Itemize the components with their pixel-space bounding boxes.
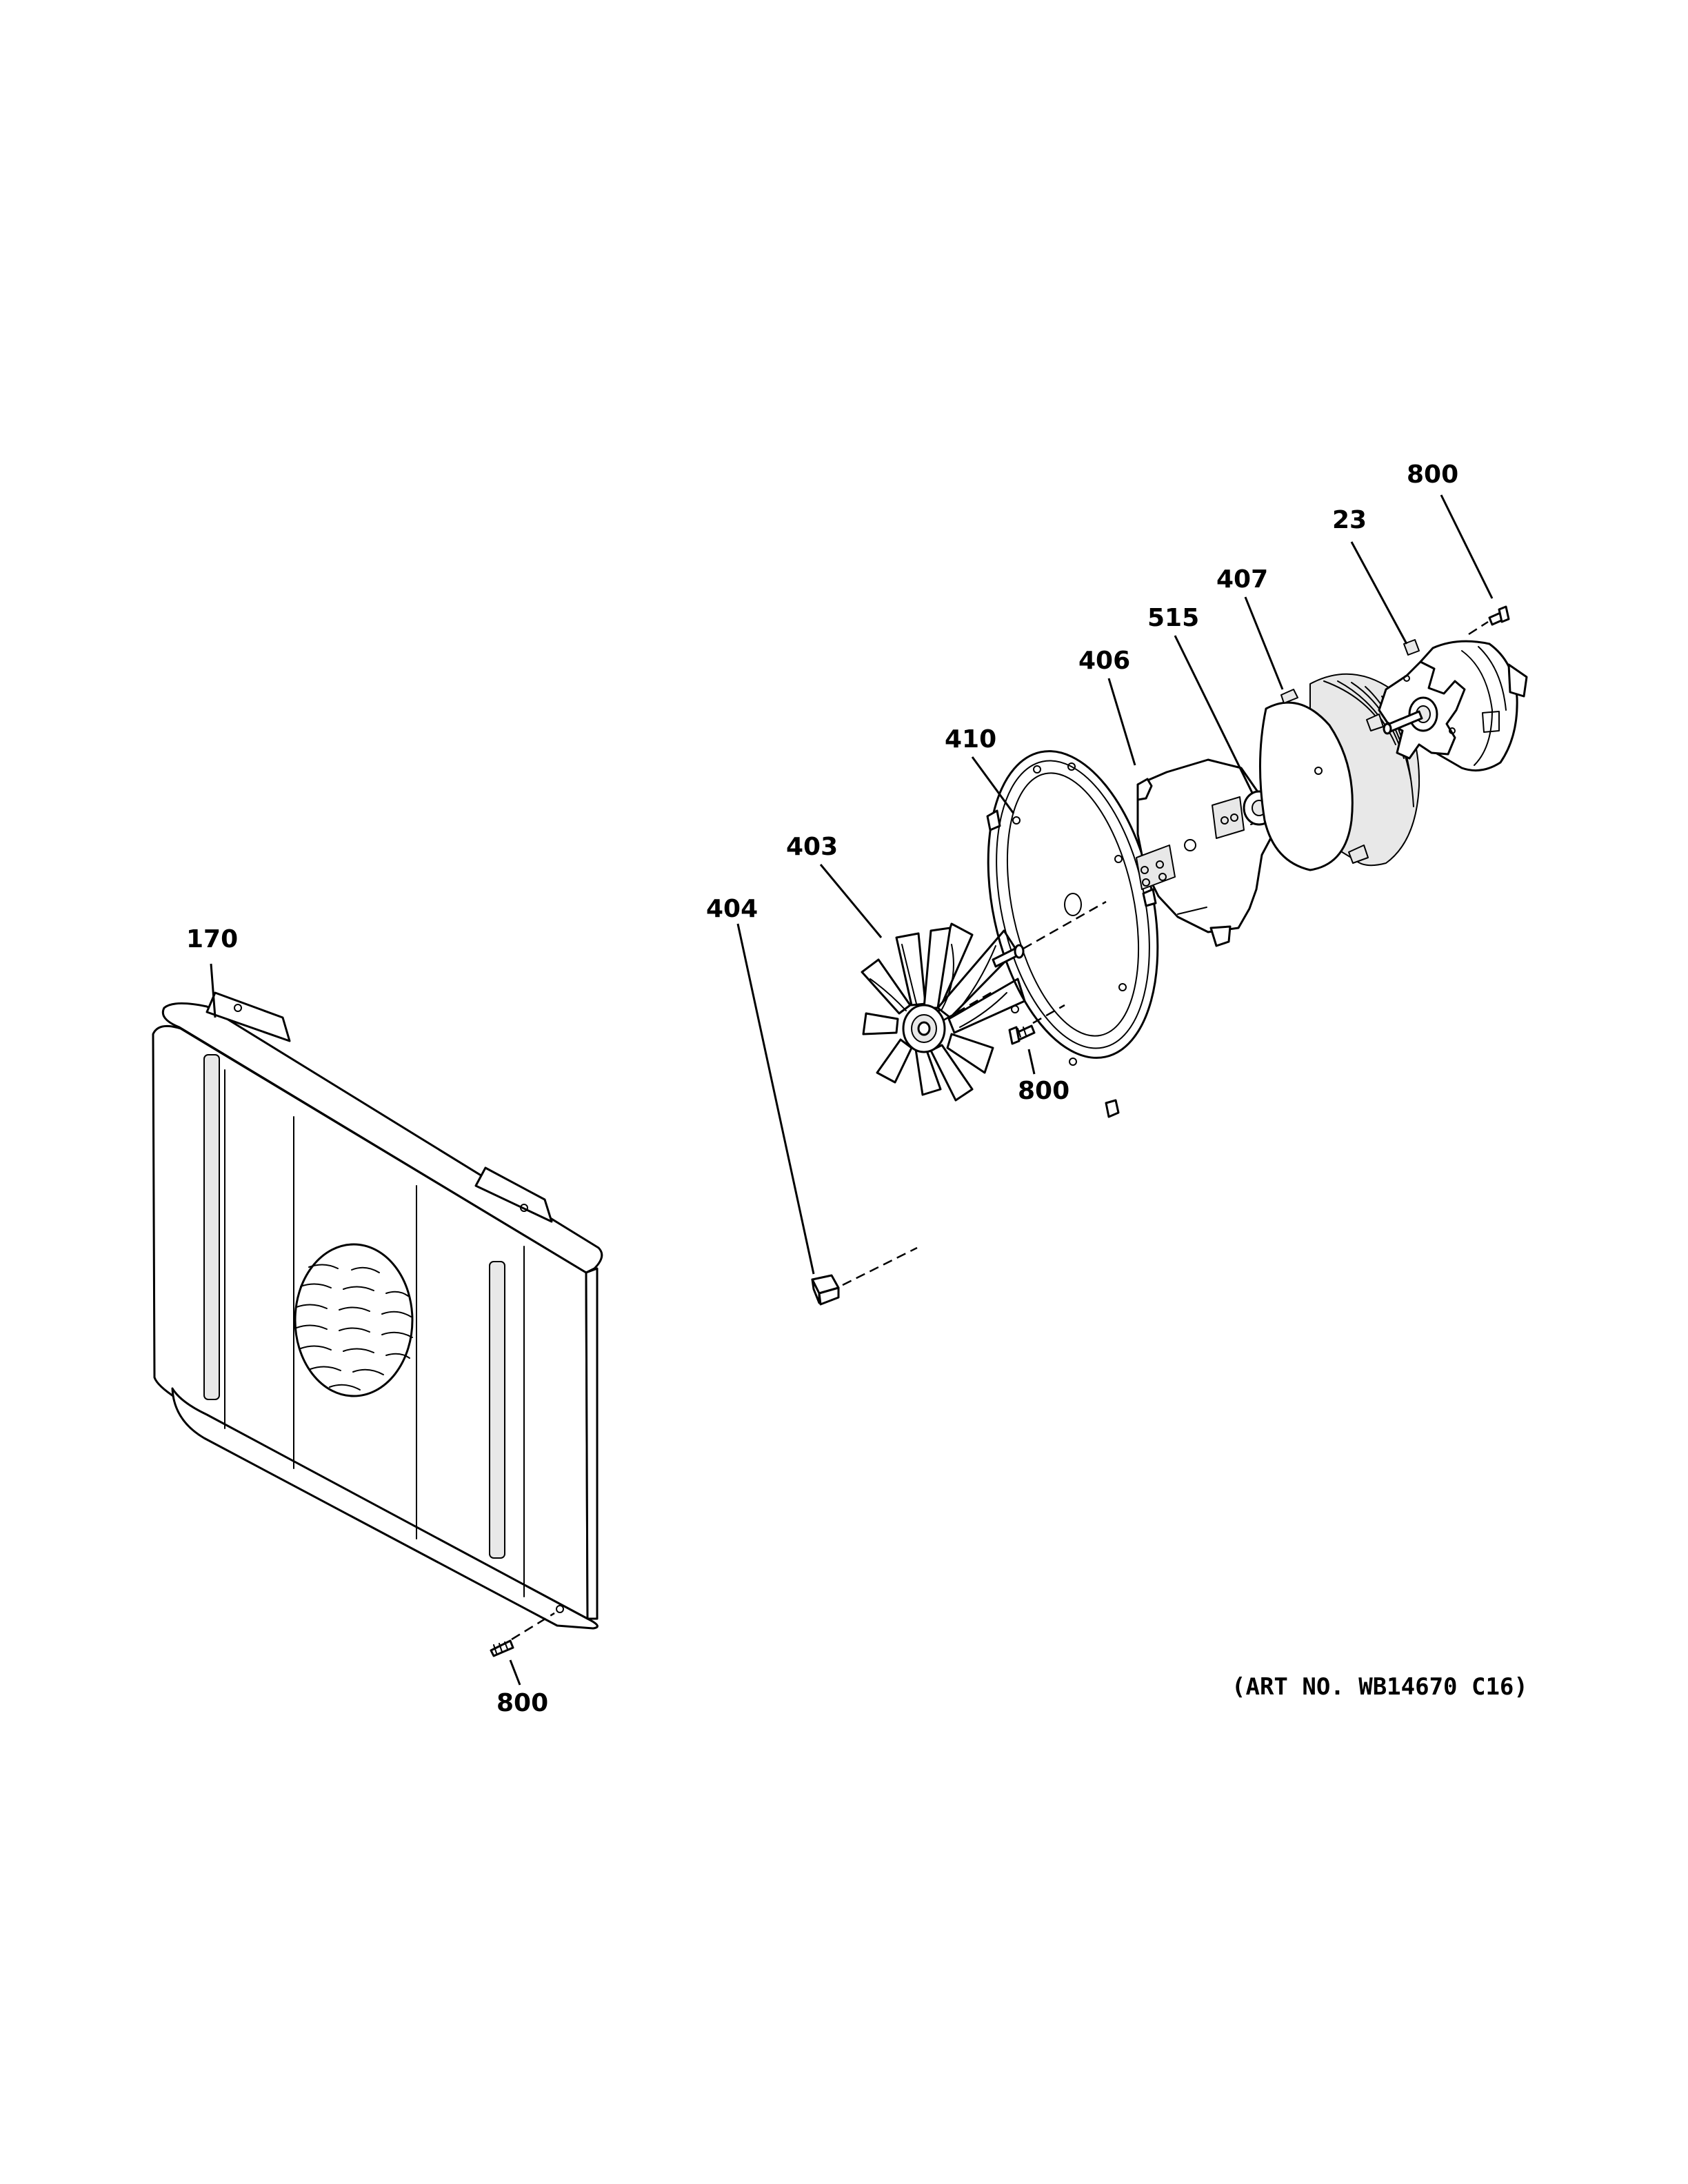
callout-403: 403 [786, 833, 838, 861]
part-800-screw-bottom [490, 1612, 555, 1657]
part-404-nut [811, 1274, 840, 1306]
callout-23: 23 [1332, 506, 1367, 534]
part-403-fan-blade [861, 922, 1026, 1102]
part-23-convection-motor [1378, 639, 1528, 772]
part-800-screw-top [1468, 605, 1510, 636]
leader-lines [210, 494, 1494, 1686]
art-number-label: (ART NO. WB14670 C16) [1232, 1673, 1528, 1701]
callout-515: 515 [1147, 604, 1199, 632]
callout-410: 410 [945, 725, 996, 754]
callout-800-top: 800 [1407, 461, 1458, 489]
callout-407: 407 [1216, 565, 1268, 594]
part-170-back-panel [152, 991, 603, 1630]
callout-404: 404 [706, 895, 758, 923]
callout-800-middle: 800 [1018, 1077, 1069, 1105]
callout-170: 170 [186, 925, 238, 953]
part-800-screw-middle [1008, 1024, 1036, 1045]
part-406-plate [1136, 758, 1274, 947]
callout-800-bottom: 800 [496, 1689, 548, 1717]
part-410-gasket-ring [986, 750, 1159, 1118]
callout-406: 406 [1078, 647, 1130, 675]
